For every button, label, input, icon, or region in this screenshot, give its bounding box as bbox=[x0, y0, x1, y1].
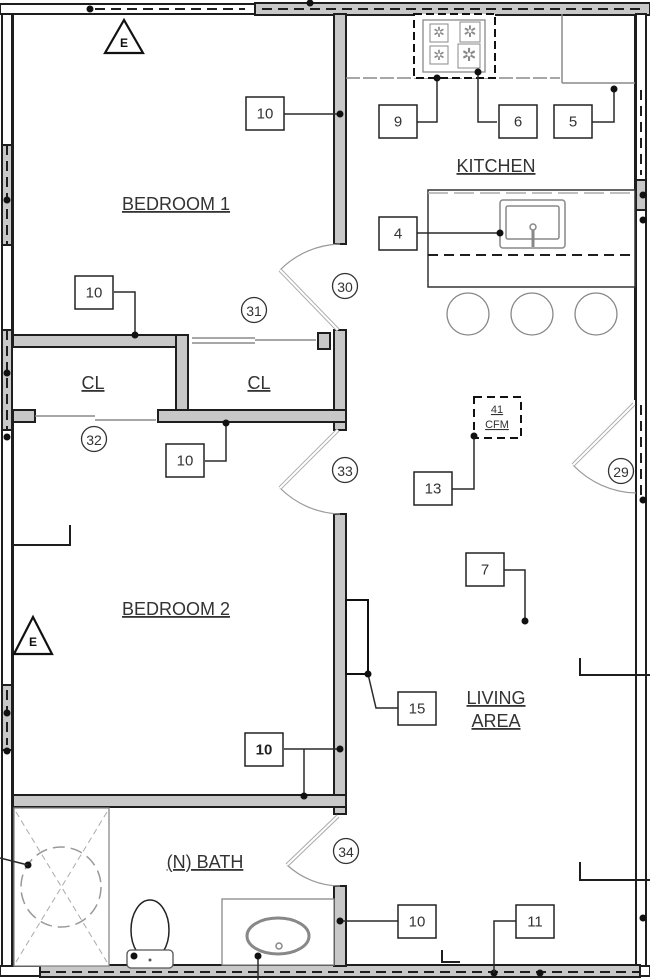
door-tag-34[interactable]: 34 bbox=[332, 837, 360, 865]
stool-icon bbox=[510, 292, 554, 336]
room-label-living-line2: AREA bbox=[471, 711, 520, 731]
svg-text:11: 11 bbox=[527, 914, 543, 931]
room-label-bedroom2: BEDROOM 2 bbox=[122, 599, 230, 619]
svg-text:10: 10 bbox=[257, 106, 274, 123]
interior-walls bbox=[12, 13, 636, 967]
svg-text:29: 29 bbox=[613, 464, 629, 480]
svg-text:15: 15 bbox=[409, 701, 426, 718]
svg-text:10: 10 bbox=[256, 742, 273, 759]
egress-marker-bedroom2: E bbox=[12, 614, 54, 656]
room-label-closet-right: CL bbox=[247, 373, 270, 393]
room-labels: BEDROOM 1 KITCHEN CL CL BEDROOM 2 LIVING… bbox=[81, 156, 535, 872]
svg-text:33: 33 bbox=[337, 463, 353, 479]
room-label-kitchen: KITCHEN bbox=[456, 156, 535, 176]
svg-text:32: 32 bbox=[86, 432, 102, 448]
toilet-icon bbox=[126, 899, 174, 969]
keynote-tag-6[interactable]: 6 bbox=[498, 104, 538, 139]
svg-text:E: E bbox=[120, 36, 128, 50]
stool-icon bbox=[574, 292, 618, 336]
svg-text:6: 6 bbox=[514, 114, 522, 131]
keynote-tag-7[interactable]: 7 bbox=[465, 552, 505, 587]
keynote-tag-13[interactable]: 13 bbox=[413, 471, 453, 506]
svg-text:31: 31 bbox=[246, 303, 262, 319]
keynote-tag-10-bedroom1[interactable]: 10 bbox=[245, 96, 285, 131]
svg-text:✲: ✲ bbox=[433, 24, 445, 40]
svg-text:10: 10 bbox=[409, 914, 426, 931]
keynote-tag-9[interactable]: 9 bbox=[378, 104, 418, 139]
keynote-tag-15[interactable]: 15 bbox=[397, 691, 437, 726]
svg-text:5: 5 bbox=[569, 114, 577, 131]
svg-text:10: 10 bbox=[86, 285, 103, 302]
door-tag-29[interactable]: 29 bbox=[607, 457, 635, 485]
door-tag-32[interactable]: 32 bbox=[80, 425, 108, 453]
svg-text:✲: ✲ bbox=[433, 47, 445, 63]
closet-sliding-doors bbox=[35, 337, 316, 421]
keynote-tag-11[interactable]: 11 bbox=[515, 904, 555, 939]
door-tag-31[interactable]: 31 bbox=[240, 296, 268, 324]
cooktop-icon: ✲ ✲ ✲ ✲ bbox=[413, 13, 496, 79]
egress-marker-bedroom1: E bbox=[103, 17, 145, 55]
bath-sink-icon bbox=[221, 898, 335, 966]
keynote-tag-10-bedroom2[interactable]: 10 bbox=[244, 732, 284, 767]
tv-panel-icon bbox=[345, 599, 369, 675]
egress-triangle-icon bbox=[12, 614, 54, 656]
egress-triangle-icon bbox=[103, 17, 145, 55]
keynote-leaders bbox=[114, 68, 618, 973]
kitchen-sink-icon bbox=[499, 199, 566, 249]
svg-text:E: E bbox=[29, 635, 37, 649]
svg-text:10: 10 bbox=[177, 453, 194, 470]
svg-text:4: 4 bbox=[394, 226, 402, 243]
door-tag-30[interactable]: 30 bbox=[331, 272, 359, 300]
keynote-tag-10-closet-top[interactable]: 10 bbox=[74, 275, 114, 310]
bath-fixtures bbox=[0, 807, 335, 980]
svg-text:✲: ✲ bbox=[461, 45, 476, 65]
fan-cfm-unit: CFM bbox=[485, 419, 509, 431]
svg-text:9: 9 bbox=[394, 114, 402, 131]
room-label-bedroom1: BEDROOM 1 bbox=[122, 194, 230, 214]
stool-icon bbox=[446, 292, 490, 336]
living-fixtures bbox=[13, 396, 650, 963]
room-label-living-line1: LIVING bbox=[466, 688, 525, 708]
exhaust-fan-label: 41 CFM bbox=[485, 404, 509, 431]
shower-icon bbox=[13, 807, 110, 967]
keynote-tag-10-bath[interactable]: 10 bbox=[397, 904, 437, 939]
swing-doors bbox=[278, 243, 637, 887]
door-tag-33[interactable]: 33 bbox=[331, 456, 359, 484]
keynote-tag-4[interactable]: 4 bbox=[378, 216, 418, 251]
room-label-bath: (N) BATH bbox=[167, 852, 244, 872]
svg-text:7: 7 bbox=[481, 562, 489, 579]
keynote-tag-10-closet-bottom[interactable]: 10 bbox=[165, 443, 205, 478]
svg-text:34: 34 bbox=[338, 844, 354, 860]
kitchen-fixtures: ✲ ✲ ✲ ✲ bbox=[346, 13, 636, 336]
exhaust-fan-icon bbox=[473, 396, 522, 439]
room-label-closet-left: CL bbox=[81, 373, 104, 393]
svg-text:30: 30 bbox=[337, 279, 353, 295]
keynote-tag-5[interactable]: 5 bbox=[553, 104, 593, 139]
fan-cfm-value: 41 bbox=[491, 404, 503, 416]
svg-text:13: 13 bbox=[425, 481, 442, 498]
svg-text:✲: ✲ bbox=[463, 24, 476, 41]
